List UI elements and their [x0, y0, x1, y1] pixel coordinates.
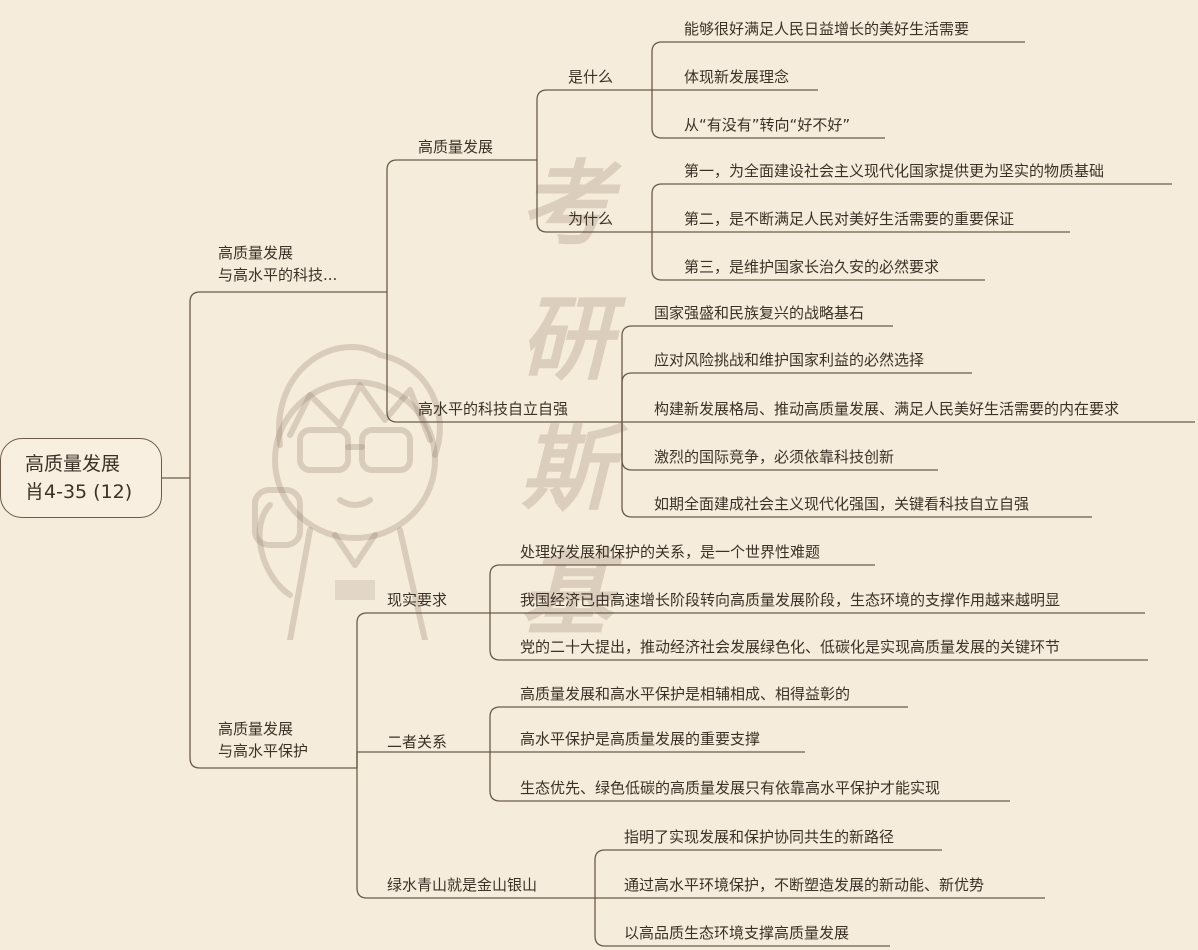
- root-subtitle: 肖4-35 (12): [25, 481, 133, 503]
- leaf-green-3[interactable]: 以高品质生态环境支撑高质量发展: [624, 924, 850, 942]
- watermark-char-3: 斯: [520, 415, 613, 523]
- leaf-sci-3[interactable]: 构建新发展格局、推动高质量发展、满足人民美好生活需要的内在要求: [654, 400, 1120, 418]
- leaf-relation-1[interactable]: 高质量发展和高水平保护是相辅相成、相得益彰的: [520, 685, 851, 703]
- leaf-green-2[interactable]: 通过高水平环境保护，不断塑造发展的新动能、新优势: [624, 876, 985, 894]
- root-node[interactable]: 高质量发展 肖4-35 (12): [0, 438, 162, 518]
- watermark-char-4: 基: [520, 540, 613, 648]
- leaf-why-1[interactable]: 第一，为全面建设社会主义现代化国家提供更为坚实的物质基础: [684, 162, 1105, 180]
- branch-sci-tech-line1: 高质量发展: [218, 244, 294, 262]
- node-why[interactable]: 为什么: [568, 210, 614, 228]
- node-high-quality[interactable]: 高质量发展: [418, 138, 494, 156]
- watermark-char-1: 考: [520, 150, 613, 258]
- mascot-watermark-image: [252, 344, 443, 640]
- leaf-why-3[interactable]: 第三，是维护国家长治久安的必然要求: [684, 258, 940, 276]
- leaf-relation-2[interactable]: 高水平保护是高质量发展的重要支撑: [520, 730, 761, 748]
- branch-sci-tech-line2: 与高水平的科技...: [218, 266, 338, 284]
- node-relation[interactable]: 二者关系: [387, 733, 448, 751]
- branch-sci-tech[interactable]: 高质量发展 与高水平的科技...: [218, 242, 337, 286]
- node-green-mountains[interactable]: 绿水青山就是金山银山: [387, 876, 538, 894]
- leaf-sci-2[interactable]: 应对风险挑战和维护国家利益的必然选择: [654, 351, 925, 369]
- root-title: 高质量发展: [25, 453, 121, 475]
- leaf-sci-4[interactable]: 激烈的国际竞争，必须依靠科技创新: [654, 448, 895, 466]
- node-sci-self-reliance[interactable]: 高水平的科技自立自强: [418, 400, 569, 418]
- leaf-green-1[interactable]: 指明了实现发展和保护协同共生的新路径: [624, 828, 895, 846]
- branch-protection-line2: 与高水平保护: [218, 742, 309, 760]
- leaf-why-2[interactable]: 第二，是不断满足人民对美好生活需要的重要保证: [684, 210, 1015, 228]
- leaf-reality-3[interactable]: 党的二十大提出，推动经济社会发展绿色化、低碳化是实现高质量发展的关键环节: [520, 638, 1061, 656]
- leaf-what-3[interactable]: 从“有没有”转向“好不好”: [684, 116, 851, 134]
- node-reality[interactable]: 现实要求: [387, 591, 448, 609]
- leaf-reality-1[interactable]: 处理好发展和保护的关系，是一个世界性难题: [520, 543, 821, 561]
- branch-protection-line1: 高质量发展: [218, 720, 294, 738]
- branch-protection[interactable]: 高质量发展 与高水平保护: [218, 718, 308, 762]
- watermark-char-2: 研: [520, 285, 613, 393]
- leaf-what-2[interactable]: 体现新发展理念: [684, 68, 790, 86]
- leaf-reality-2[interactable]: 我国经济已由高速增长阶段转向高质量发展阶段，生态环境的支撑作用越来越明显: [520, 591, 1061, 609]
- leaf-sci-5[interactable]: 如期全面建成社会主义现代化强国，关键看科技自立自强: [654, 495, 1030, 513]
- leaf-relation-3[interactable]: 生态优先、绿色低碳的高质量发展只有依靠高水平保护才能实现: [520, 779, 941, 797]
- node-what[interactable]: 是什么: [568, 68, 614, 86]
- leaf-sci-1[interactable]: 国家强盛和民族复兴的战略基石: [654, 304, 865, 322]
- leaf-what-1[interactable]: 能够很好满足人民日益增长的美好生活需要: [684, 20, 970, 38]
